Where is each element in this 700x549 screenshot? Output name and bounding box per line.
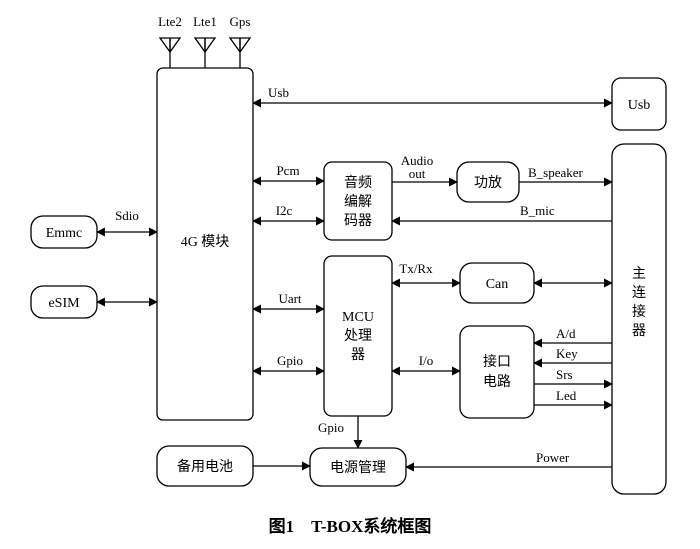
block-mcu-line2: 处理 <box>344 328 372 344</box>
block-interface-line2: 电路 <box>483 374 511 390</box>
signal-gpio-mcu-label: Gpio <box>318 420 344 435</box>
block-main-connector-line2: 连 <box>632 285 646 301</box>
block-4g-module-label: 4G 模块 <box>181 234 230 250</box>
signal-usb-label: Usb <box>268 85 289 100</box>
block-audio-codec-line2: 编解 <box>344 194 372 210</box>
signal-b-mic-label: B_mic <box>520 203 555 218</box>
block-audio-codec <box>323 161 393 241</box>
signal-b-speaker-label: B_speaker <box>528 165 584 180</box>
signal-io-label: I/o <box>419 353 433 368</box>
block-main-connector-line4: 器 <box>632 324 646 339</box>
block-power-management-label: 电源管理 <box>330 460 386 476</box>
antenna-label-gps: Gps <box>230 14 251 29</box>
block-4g-module <box>156 67 254 421</box>
block-amplifier-label: 功放 <box>474 175 502 191</box>
antenna-lte1: Lte1 <box>193 14 217 68</box>
signal-i2c-label: I2c <box>276 203 293 218</box>
block-audio-codec-line1: 音频 <box>344 174 372 191</box>
antenna-lte2: Lte2 <box>158 14 182 68</box>
antenna-gps: Gps <box>228 14 252 68</box>
signal-ad-label: A/d <box>556 326 576 341</box>
block-mcu-line3: 器 <box>351 348 365 363</box>
block-main-connector-line3: 接 <box>632 303 646 320</box>
antenna-label-lte1: Lte1 <box>193 14 217 29</box>
block-main-connector <box>611 143 667 495</box>
block-usb-label: Usb <box>628 98 651 113</box>
block-esim-label: eSIM <box>48 296 80 311</box>
signal-led-label: Led <box>556 388 577 403</box>
block-main-connector-line1: 主 <box>632 266 646 282</box>
signal-gpio-4g-label: Gpio <box>277 353 303 368</box>
signal-sdio-label: Sdio <box>115 208 139 223</box>
block-audio-codec-line3: 码器 <box>344 213 372 229</box>
signal-pcm-label: Pcm <box>276 163 299 178</box>
signal-srs-label: Srs <box>556 367 573 382</box>
signal-audio-out-line2: out <box>409 166 426 181</box>
block-backup-battery-label: 备用电池 <box>177 458 233 475</box>
figure-caption: 图1 T-BOX系统框图 <box>269 516 432 536</box>
signal-power-label: Power <box>536 450 570 465</box>
block-interface-line1: 接口 <box>483 353 511 370</box>
signal-key-label: Key <box>556 346 578 361</box>
block-interface-circuit <box>459 325 535 419</box>
signal-uart-label: Uart <box>278 291 301 306</box>
block-can-label: Can <box>486 277 509 292</box>
antenna-label-lte2: Lte2 <box>158 14 182 29</box>
signal-audio-out-line1: Audio <box>401 153 434 168</box>
block-emmc-label: Emmc <box>46 226 83 241</box>
block-mcu-line1: MCU <box>342 310 374 325</box>
signal-tx-rx-label: Tx/Rx <box>399 261 433 276</box>
